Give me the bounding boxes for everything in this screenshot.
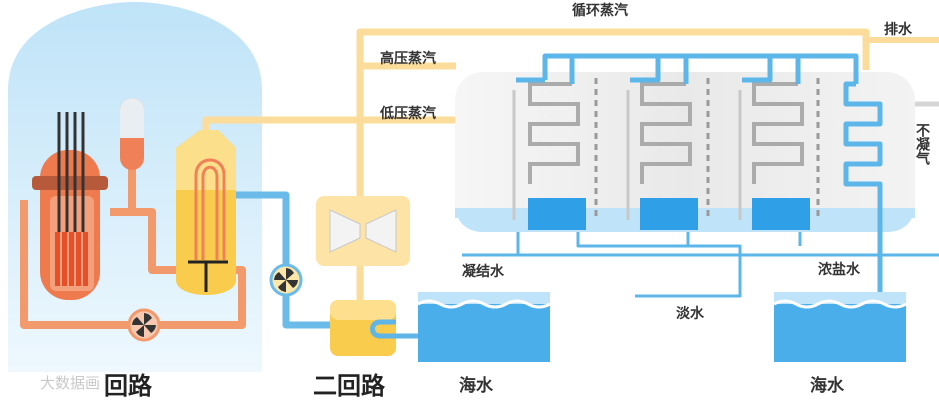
steam-lines (202, 28, 870, 330)
fresh-basin-3 (752, 198, 810, 230)
output-lines (462, 232, 939, 298)
label-seawater-left: 海水 (459, 375, 494, 396)
reactor-vessel (32, 112, 108, 300)
label-circulating-steam: 循环蒸汽 (572, 2, 628, 19)
seawater-tank-right (773, 292, 907, 362)
label-fresh-water: 淡水 (676, 305, 705, 322)
label-primary-loop: 回路 (104, 372, 153, 400)
fresh-basin-2 (640, 198, 698, 230)
label-low-pressure-steam: 低压蒸汽 (379, 105, 436, 122)
label-drain: 排水 (884, 21, 913, 38)
primary-loop-pipes (20, 164, 246, 329)
label-seawater-right: 海水 (810, 375, 845, 396)
turbine (316, 196, 410, 266)
watermark: 大数据画 (40, 374, 100, 392)
primary-pump (127, 308, 161, 342)
label-secondary-loop: 二回路 (313, 372, 386, 400)
label-condensate: 凝结水 (462, 263, 505, 280)
evaporator-coils (528, 82, 804, 184)
feedwater-line (236, 191, 330, 329)
feedwater-pump (269, 263, 303, 297)
fresh-basin-1 (528, 198, 586, 230)
label-brine: 浓盐水 (818, 261, 861, 278)
seawater-tank-left (417, 292, 551, 362)
label-non-condensable-gas: 不凝气 (914, 123, 931, 166)
steam-generator (176, 130, 236, 295)
condenser (330, 300, 418, 356)
seawater-header (516, 53, 883, 300)
label-high-pressure-steam: 高压蒸汽 (380, 50, 436, 67)
